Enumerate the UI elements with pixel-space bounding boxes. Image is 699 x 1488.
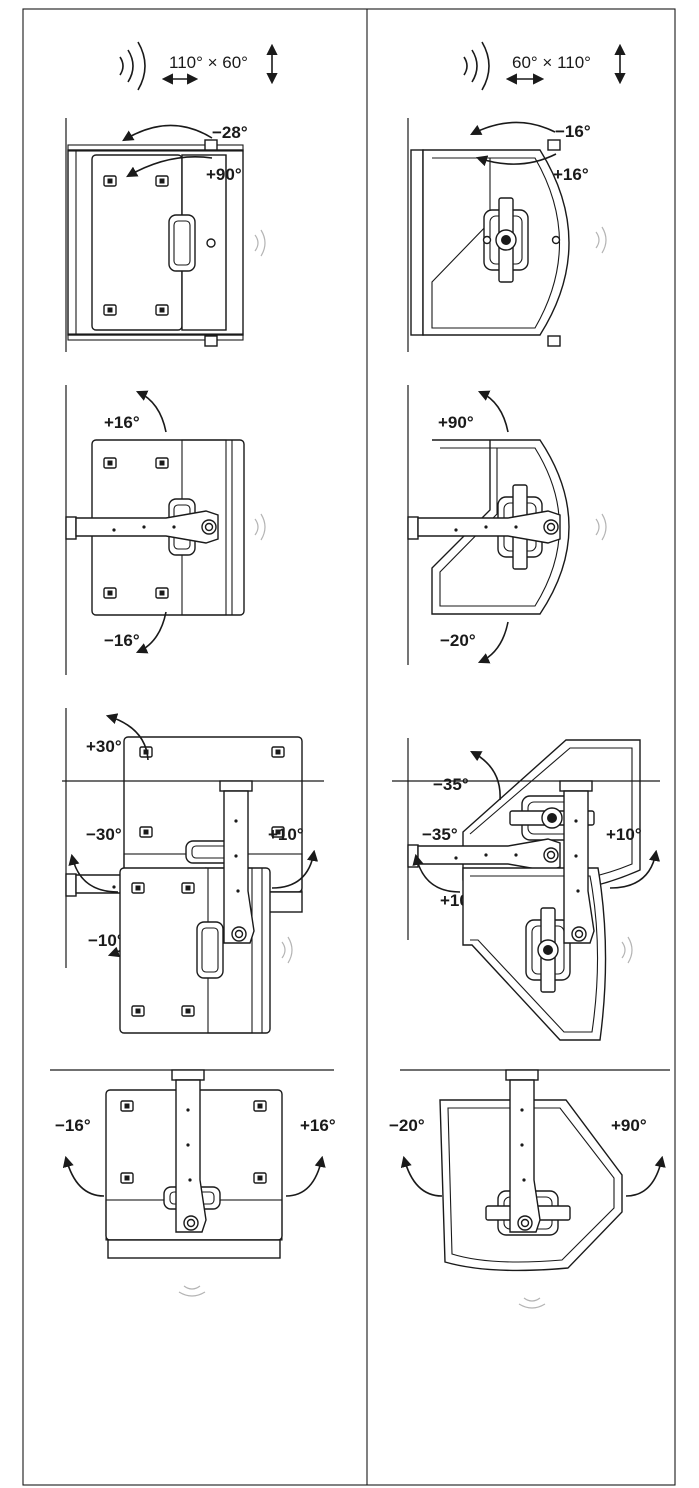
angle-label: −10° [88, 931, 124, 950]
angle-label: +10° [606, 825, 642, 844]
rotation-arrow [400, 1155, 443, 1197]
rotation-arrow [625, 1155, 666, 1197]
rotation-arrow [477, 390, 509, 433]
rotation-arrow [470, 750, 501, 801]
rotation-arrow [126, 156, 213, 178]
angle-label: −20° [389, 1116, 425, 1135]
rotation-arrow [285, 1155, 326, 1197]
angle-label: −16° [104, 631, 140, 650]
angle-label: −16° [55, 1116, 91, 1135]
rotation-arrow [135, 611, 167, 654]
panel-l4: −30° +10° [62, 780, 324, 1034]
angle-label: +30° [86, 737, 122, 756]
rotation-arrow [135, 390, 167, 433]
panel-r1: −16° +16° [407, 118, 607, 352]
angle-label: −30° [86, 825, 122, 844]
angle-label: +16° [300, 1116, 336, 1135]
rotation-arrow [470, 121, 556, 136]
rotation-arrow [122, 124, 213, 142]
angle-label: +16° [553, 165, 589, 184]
outer-frame [22, 8, 676, 1486]
panel-l2: +16° −16° [65, 385, 266, 675]
wave-icon [463, 56, 468, 76]
angle-label: +90° [611, 1116, 647, 1135]
panel-l1: −28° +90° [65, 118, 266, 352]
rotation-arrow [475, 153, 557, 167]
angle-label: −35° [433, 775, 469, 794]
angle-label: −28° [212, 123, 248, 142]
angle-label: +90° [438, 413, 474, 432]
angle-label: −16° [555, 122, 591, 141]
wave-icon [119, 56, 124, 76]
rotation-arrow [609, 849, 661, 889]
rotation-arrow [105, 713, 149, 761]
panel-l5: −16° +16° [50, 1069, 336, 1297]
angle-label: +90° [206, 165, 242, 184]
panel-r4: −35° +10° [392, 780, 661, 1041]
rotation-arrow [412, 853, 461, 893]
header-right: 60° × 110° [463, 41, 626, 91]
header-left-label: 110° × 60° [169, 53, 248, 72]
rotation-arrow [68, 853, 119, 893]
header-left: 110° × 60° [119, 41, 278, 91]
rotation-arrow [271, 849, 319, 889]
panel-r5: −20° +90° [389, 1069, 670, 1309]
angle-label: +10° [268, 825, 304, 844]
panel-r2: +90° −20° [407, 385, 607, 665]
header-right-label: 60° × 110° [512, 53, 591, 72]
angle-label: −35° [422, 825, 458, 844]
angle-label: +16° [104, 413, 140, 432]
rotation-arrow [62, 1155, 105, 1197]
rotation-arrow [477, 621, 509, 664]
angle-label: −20° [440, 631, 476, 650]
